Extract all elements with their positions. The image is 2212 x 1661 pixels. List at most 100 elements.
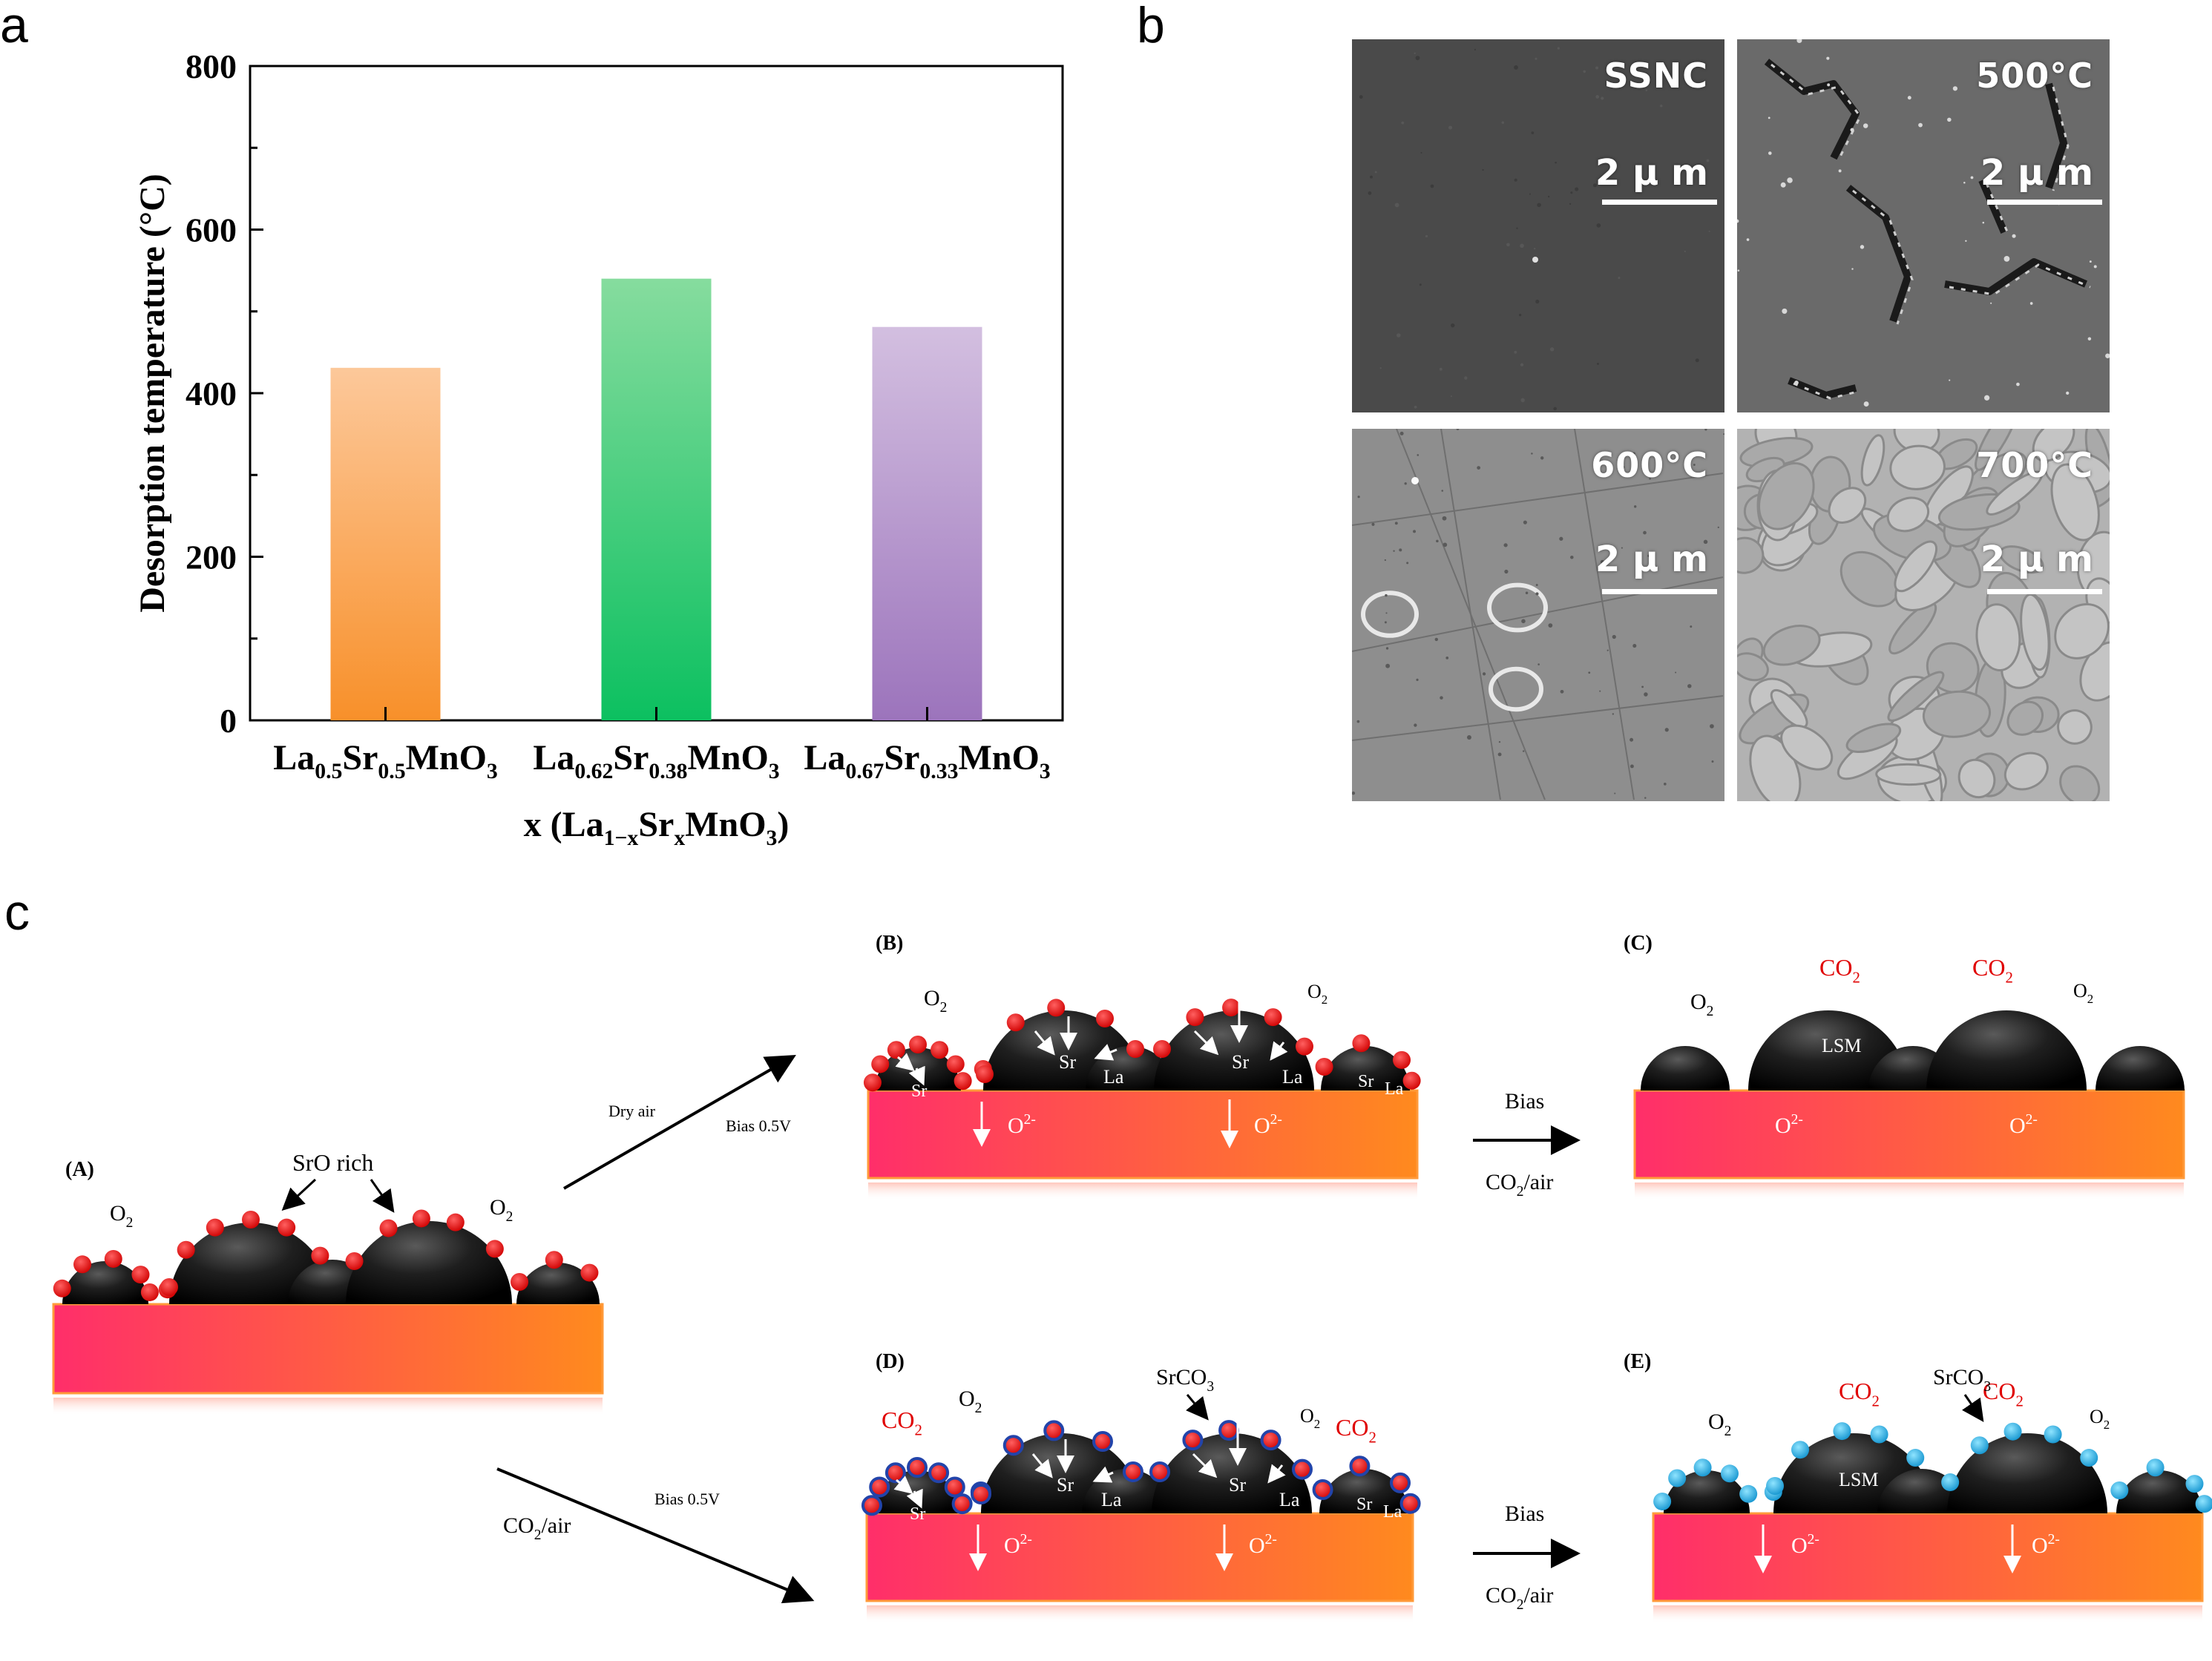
panel-label-c: c — [4, 884, 30, 941]
co2-air-label: CO2/air — [1486, 1170, 1553, 1200]
srco3-dot — [1941, 1473, 1960, 1492]
sro-dot — [976, 1065, 994, 1083]
o2-label: O2 — [2073, 980, 2093, 1006]
srco3-dot — [2044, 1425, 2062, 1444]
substrate-C — [1633, 1089, 2185, 1180]
label-E: (E) — [1624, 1350, 1651, 1373]
sem-texture — [1737, 39, 2110, 407]
sro-dot — [311, 1246, 329, 1265]
sro-dot — [206, 1218, 224, 1237]
srco3-dot — [1906, 1449, 1925, 1467]
srco3-dot — [2080, 1449, 2098, 1467]
sro-dot — [73, 1255, 91, 1274]
label-C: (C) — [1624, 932, 1653, 955]
sem-condition-label: 700°C — [1976, 445, 2093, 485]
pointer-arrow — [1186, 1394, 1209, 1421]
substrate-reflection — [868, 1183, 1417, 1200]
sro-dot — [1399, 1493, 1421, 1514]
substrate-reflection — [867, 1605, 1413, 1623]
srco3-dot — [1970, 1436, 1989, 1455]
srco3-label: SrCO3 — [1156, 1365, 1214, 1395]
migration-arrow — [1034, 1030, 1055, 1056]
sro-dot — [1295, 1037, 1313, 1056]
sem-texture — [1352, 429, 1724, 800]
x-tick-label: La0.62Sr0.38MnO3 — [533, 738, 779, 783]
co2-air-label: CO2/air — [503, 1513, 571, 1543]
sro-dot — [1393, 1050, 1411, 1069]
sro-dot — [1096, 1010, 1114, 1028]
co2-label: CO2 — [1336, 1414, 1376, 1447]
sem-condition-label: 500°C — [1976, 56, 2093, 96]
label-D: (D) — [876, 1350, 905, 1373]
srco3-dot — [1739, 1484, 1758, 1503]
co2-label: CO2 — [1972, 954, 2013, 987]
sro-dot — [1153, 1040, 1172, 1058]
migration-arrow — [1094, 1044, 1118, 1061]
sro-dot — [485, 1240, 504, 1258]
sro-dot — [1260, 1430, 1281, 1451]
scale-bar — [1987, 589, 2102, 594]
o2minus-label: O2- — [1249, 1532, 1277, 1558]
la-label: La — [1282, 1066, 1303, 1088]
sro-dot — [931, 1041, 949, 1059]
sro-rich-label: SrO rich — [292, 1149, 373, 1176]
o2-label: O2 — [490, 1195, 513, 1225]
sro-dot — [887, 1041, 905, 1059]
migration-arrow — [895, 1053, 915, 1071]
sem-texture — [1359, 47, 1710, 411]
lsm-label: LSM — [1839, 1469, 1878, 1490]
pointer-arrow — [370, 1179, 395, 1213]
sro-dot — [863, 1073, 882, 1092]
bias-label: Bias 0.5V — [654, 1490, 720, 1508]
bar-3 — [872, 326, 982, 720]
sem-condition-label: SSNC — [1604, 56, 1708, 96]
label-B: (B) — [876, 932, 903, 955]
substrate-reflection — [1653, 1605, 2202, 1623]
bias-label: Bias — [1505, 1502, 1544, 1526]
sro-dot — [379, 1219, 398, 1237]
sro-dot — [1186, 1008, 1204, 1027]
sro-dot — [954, 1072, 972, 1091]
la-label: La — [1103, 1066, 1124, 1088]
sro-dot — [1092, 1431, 1113, 1453]
bar-2 — [601, 278, 712, 720]
srco3-dot — [1721, 1464, 1739, 1483]
o2-label: O2 — [1300, 1405, 1320, 1431]
sro-dot — [885, 1462, 906, 1484]
sro-dot — [1149, 1461, 1171, 1482]
sro-dot — [871, 1055, 890, 1073]
scale-bar — [1602, 589, 1717, 594]
co2-label: CO2 — [1839, 1378, 1880, 1410]
sro-dot — [1043, 1420, 1065, 1441]
scale-bar — [1602, 200, 1717, 205]
sro-dot — [1264, 1008, 1282, 1027]
particle — [1154, 1010, 1314, 1091]
srco3-dot — [1693, 1458, 1712, 1477]
label-A: (A) — [65, 1158, 94, 1181]
migration-arrow — [1031, 1453, 1053, 1479]
sr-label: Sr — [1229, 1474, 1246, 1496]
particle — [1319, 1469, 1408, 1513]
particle — [1321, 1046, 1410, 1091]
dry-air-label: Dry air — [608, 1102, 656, 1120]
substrate-reflection — [53, 1398, 603, 1415]
srco3-dot — [2195, 1495, 2212, 1513]
sro-dot — [104, 1249, 122, 1268]
sro-dot — [131, 1266, 150, 1284]
sro-dot — [1352, 1034, 1371, 1053]
x-tick-label: La0.67Sr0.33MnO3 — [804, 738, 1050, 783]
sro-dot — [580, 1263, 599, 1282]
sro-dot — [1312, 1479, 1333, 1500]
sro-dot — [907, 1457, 928, 1478]
sro-dot — [511, 1273, 529, 1291]
sro-dot — [1402, 1071, 1421, 1090]
sro-dot — [971, 1484, 991, 1504]
y-tick-label: 600 — [186, 211, 237, 249]
migration-arrow — [1267, 1464, 1286, 1484]
sro-dot — [869, 1476, 890, 1498]
scale-bar — [1987, 200, 2102, 205]
scale-bar-label: 2 μ m — [1980, 539, 2093, 580]
migration-arrow — [906, 1488, 923, 1509]
srco3-dot — [1653, 1492, 1672, 1510]
